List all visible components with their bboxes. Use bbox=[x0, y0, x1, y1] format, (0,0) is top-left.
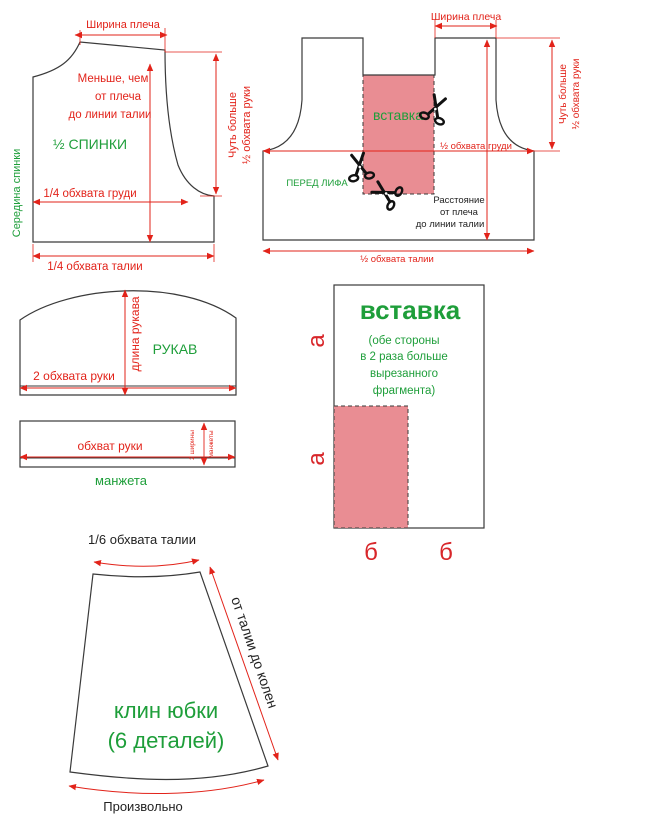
insert-side-b-left: б bbox=[364, 539, 378, 566]
skirt-outline bbox=[69, 571, 269, 781]
skirt-piece: 1/6 обхвата талии от талии до колен клин… bbox=[68, 532, 281, 814]
front-dist-line2: от плеча bbox=[440, 207, 479, 218]
insert-cut-fragment bbox=[333, 405, 409, 529]
front-shoulder-label: Ширина плеча bbox=[431, 11, 502, 23]
front-bodice-label: ПЕРЕД ЛИФА bbox=[286, 178, 348, 189]
back-title: ½ СПИНКИ bbox=[53, 136, 127, 152]
cuff-piece: обхват руки 2 ширины манжеты манжета bbox=[19, 420, 236, 488]
back-outline bbox=[32, 41, 215, 243]
insert-title: вставка bbox=[360, 295, 461, 325]
insert-note-line4: фрагмента) bbox=[373, 385, 436, 397]
skirt-side-dim bbox=[209, 566, 279, 761]
back-note-line2: от плеча bbox=[95, 91, 142, 103]
front-arm-line2: ½ обхвата руки bbox=[570, 59, 582, 130]
front-dist-line1: Расстояние bbox=[433, 195, 484, 206]
back-chest-label: 1/4 обхвата груди bbox=[43, 188, 136, 200]
skirt-bottom-dim bbox=[68, 778, 265, 795]
cuff-outline bbox=[19, 420, 236, 468]
insert-side-a-upper: а bbox=[303, 334, 330, 348]
skirt-top-dim bbox=[93, 558, 200, 567]
front-dist-line3: до линии талии bbox=[416, 219, 485, 230]
sleeve-piece: длина рукава РУКАВ 2 обхвата руки bbox=[19, 289, 237, 396]
sleeve-title: РУКАВ bbox=[153, 341, 198, 357]
back-shoulder-label: Ширина плеча bbox=[86, 19, 161, 31]
back-arm-line2: ½ обхвата руки bbox=[241, 86, 253, 164]
back-arm-line1: Чуть больше bbox=[227, 92, 239, 158]
sleeve-width-label: 2 обхвата руки bbox=[33, 369, 115, 383]
cuff-width-line1: 2 ширины bbox=[189, 430, 196, 460]
front-insert-label: вставка bbox=[373, 107, 423, 123]
front-waist-label: ½ обхвата талии bbox=[360, 254, 434, 265]
back-waist-label: 1/4 обхвата талии bbox=[47, 261, 142, 273]
insert-detail: вставка (обе стороны в 2 раза больше выр… bbox=[303, 284, 485, 566]
front-piece: Ширина плеча вставка ½ обхвата груди ПЕР… bbox=[262, 11, 582, 265]
skirt-bottom-label: Произвольно bbox=[103, 799, 183, 814]
back-center-label: Середина спинки bbox=[11, 149, 23, 238]
skirt-top-label: 1/6 обхвата талии bbox=[88, 532, 196, 547]
cuff-title: манжета bbox=[95, 473, 148, 488]
cuff-girth-label: обхват руки bbox=[77, 439, 142, 453]
sleeve-length-label: длина рукава bbox=[128, 296, 142, 371]
cuff-width-line2: манжеты bbox=[208, 430, 215, 457]
skirt-title-line2: (6 деталей) bbox=[108, 728, 225, 753]
back-piece: Ширина плеча Меньше, чем от плеча до лин… bbox=[11, 19, 253, 273]
back-note-line1: Меньше, чем bbox=[78, 73, 149, 85]
insert-note-line2: в 2 раза больше bbox=[360, 351, 447, 363]
sleeve-outline bbox=[19, 290, 237, 396]
front-arm-line1: Чуть больше bbox=[557, 64, 569, 124]
insert-side-a-lower: а bbox=[303, 452, 330, 466]
insert-note-line1: (обе стороны bbox=[369, 335, 440, 347]
back-note-line3: до линии талии bbox=[69, 109, 152, 121]
insert-note-line3: вырезанного bbox=[370, 368, 438, 380]
insert-side-b-right: б bbox=[439, 539, 453, 566]
skirt-title-line1: клин юбки bbox=[114, 698, 218, 723]
front-chest-label: ½ обхвата груди bbox=[440, 141, 512, 152]
